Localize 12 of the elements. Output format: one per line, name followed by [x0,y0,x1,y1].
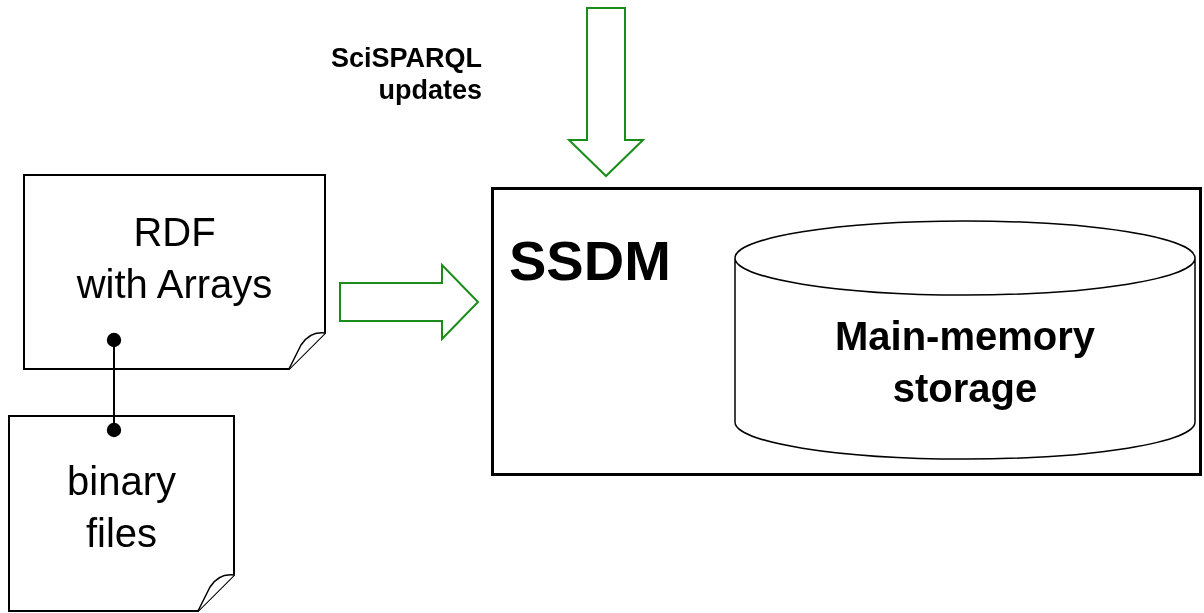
edge-label: SciSPARQL updates [329,42,482,107]
system-title: SSDM [509,228,672,294]
node-label: Main-memory storage [833,313,1097,412]
system-box [491,187,1202,476]
node-label: binary files [66,458,177,557]
connector-line [106,332,122,438]
node-label: RDF with Arrays [75,209,274,308]
document-shape [8,415,235,612]
block-arrow [566,7,646,178]
document-shape [23,174,326,370]
database-cylinder [734,220,1196,460]
block-arrow [339,262,480,342]
